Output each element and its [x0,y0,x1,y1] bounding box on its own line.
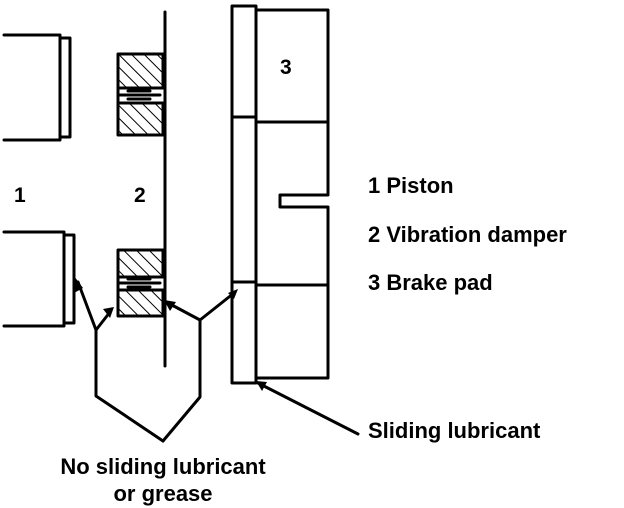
legend-item-pad: 3 Brake pad [368,270,493,295]
legend-item-piston: 1 Piston [368,173,454,198]
callout-damper: 2 [134,184,146,207]
arrowhead-pad-back [228,289,238,299]
piston-upper [2,33,72,142]
piston-lower [2,230,76,328]
brake-pad [230,4,330,385]
arrowhead-damper [103,307,114,318]
no-lubricant-label-line2: or grease [113,481,213,506]
arrowhead-piston [74,276,83,293]
sliding-lubricant-label: Sliding lubricant [368,418,541,443]
no-lubricant-leader [76,280,236,443]
no-lubricant-label-line1: No sliding lubricant [60,454,266,479]
callout-pad: 3 [280,56,292,79]
arrowhead-pad-bottom [256,381,267,391]
arrowhead-plate [164,300,176,311]
sliding-lubricant-leader [256,381,360,436]
callout-piston: 1 [14,184,26,207]
vibration-damper-upper [116,52,165,137]
legend-item-damper: 2 Vibration damper [368,222,567,247]
vibration-damper-lower [116,248,165,318]
